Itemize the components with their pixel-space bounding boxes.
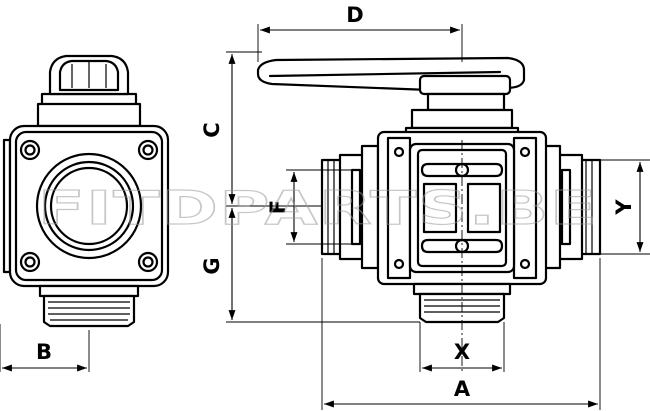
watermark-text: FITDPARTS.BE — [38, 181, 598, 235]
side-view-knob — [36, 54, 142, 128]
side-view-bottom-port — [38, 284, 140, 328]
right-port — [542, 144, 602, 270]
lever-handle — [256, 56, 526, 112]
label-f: F — [266, 200, 290, 214]
side-view-body — [2, 124, 170, 288]
left-port — [320, 144, 380, 270]
label-x: X — [454, 340, 470, 364]
label-g: G — [200, 257, 224, 274]
label-b: B — [36, 340, 52, 364]
label-d: D — [346, 3, 363, 27]
label-c: C — [200, 122, 224, 137]
label-y: Y — [612, 199, 636, 216]
label-a: A — [454, 377, 471, 401]
front-view: D C G F Y X A — [200, 3, 650, 410]
side-view: B — [0, 54, 170, 372]
